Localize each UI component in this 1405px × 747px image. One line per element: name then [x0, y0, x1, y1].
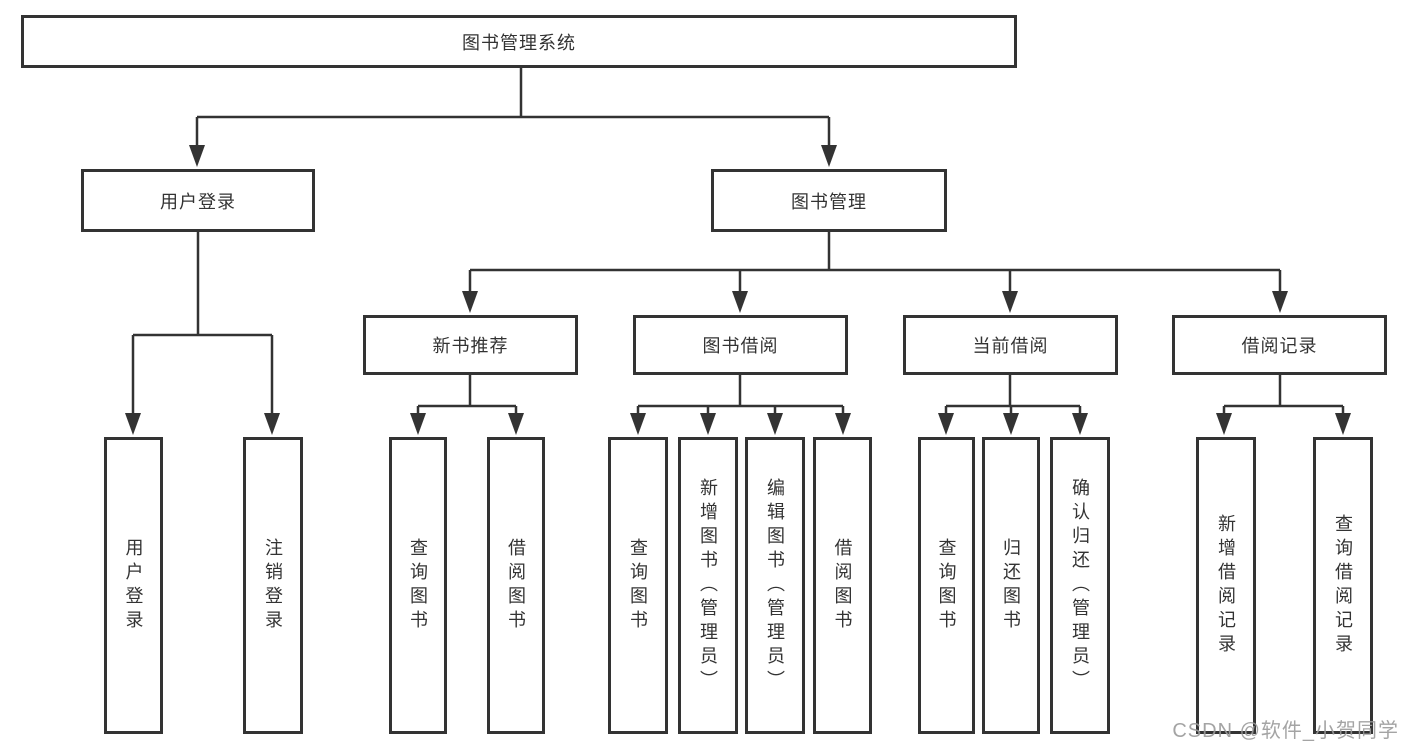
arrow-down-icon [1272, 291, 1288, 313]
leaf-query-borrow-record: 查询借阅记录 [1313, 437, 1373, 734]
leaf-borrow-books-2: 借阅图书 [813, 437, 872, 734]
leaf-return-books: 归还图书 [982, 437, 1040, 734]
leaf-add-borrow-record: 新增借阅记录 [1196, 437, 1256, 734]
arrow-down-icon [264, 413, 280, 435]
node-book-management: 图书管理 [711, 169, 947, 232]
node-label: 查询图书 [628, 537, 648, 634]
leaf-add-books-admin: 新增图书（管理员） [678, 437, 738, 734]
node-label: 编辑图书（管理员） [765, 477, 785, 694]
leaf-query-books-2: 查询图书 [608, 437, 668, 734]
node-label: 用户登录 [123, 537, 144, 634]
node-label: 图书管理系统 [462, 32, 576, 53]
arrow-down-icon [1072, 413, 1088, 435]
arrow-down-icon [508, 413, 524, 435]
node-label: 借阅记录 [1241, 336, 1318, 356]
arrow-down-icon [938, 413, 954, 435]
node-current-borrowing: 当前借阅 [903, 315, 1118, 375]
arrow-down-icon [767, 413, 783, 435]
leaf-confirm-return-admin: 确认归还（管理员） [1050, 437, 1110, 734]
node-label: 借阅图书 [832, 537, 853, 634]
arrow-down-icon [125, 413, 141, 435]
node-borrowing-records: 借阅记录 [1172, 315, 1387, 375]
node-label: 查询图书 [936, 537, 957, 634]
arrow-down-icon [630, 413, 646, 435]
node-label: 注销登录 [263, 537, 283, 634]
leaf-query-books-3: 查询图书 [918, 437, 975, 734]
node-label: 当前借阅 [972, 336, 1049, 356]
node-label: 查询图书 [408, 537, 428, 634]
node-new-book-recommendation: 新书推荐 [363, 315, 578, 375]
arrow-down-icon [1216, 413, 1232, 435]
node-book-borrowing: 图书借阅 [633, 315, 848, 375]
leaf-borrow-books-1: 借阅图书 [487, 437, 545, 734]
leaf-query-books-1: 查询图书 [389, 437, 447, 734]
arrow-down-icon [1002, 291, 1018, 313]
node-label: 查询借阅记录 [1333, 513, 1353, 658]
node-label: 图书管理 [791, 191, 867, 212]
node-label: 确认归还（管理员） [1070, 477, 1090, 694]
node-label: 用户登录 [160, 191, 236, 212]
arrow-down-icon [821, 145, 837, 167]
node-label: 图书借阅 [702, 336, 779, 356]
arrow-down-icon [410, 413, 426, 435]
node-label: 新增借阅记录 [1216, 513, 1236, 658]
arrow-down-icon [462, 291, 478, 313]
arrow-down-icon [732, 291, 748, 313]
arrow-down-icon [835, 413, 851, 435]
leaf-user-login: 用户登录 [104, 437, 163, 734]
arrow-down-icon [1335, 413, 1351, 435]
node-user-login: 用户登录 [81, 169, 315, 232]
leaf-logout: 注销登录 [243, 437, 303, 734]
arrow-down-icon [1003, 413, 1019, 435]
arrow-down-icon [189, 145, 205, 167]
leaf-edit-books-admin: 编辑图书（管理员） [745, 437, 805, 734]
node-label: 归还图书 [1001, 537, 1021, 634]
arrow-down-icon [700, 413, 716, 435]
node-label: 新书推荐 [432, 336, 509, 356]
csdn-watermark: CSDN @软件_小贺同学 [1172, 720, 1399, 742]
node-root-book-management-system: 图书管理系统 [21, 15, 1017, 68]
node-label: 新增图书（管理员） [698, 477, 718, 694]
node-label: 借阅图书 [506, 537, 526, 634]
